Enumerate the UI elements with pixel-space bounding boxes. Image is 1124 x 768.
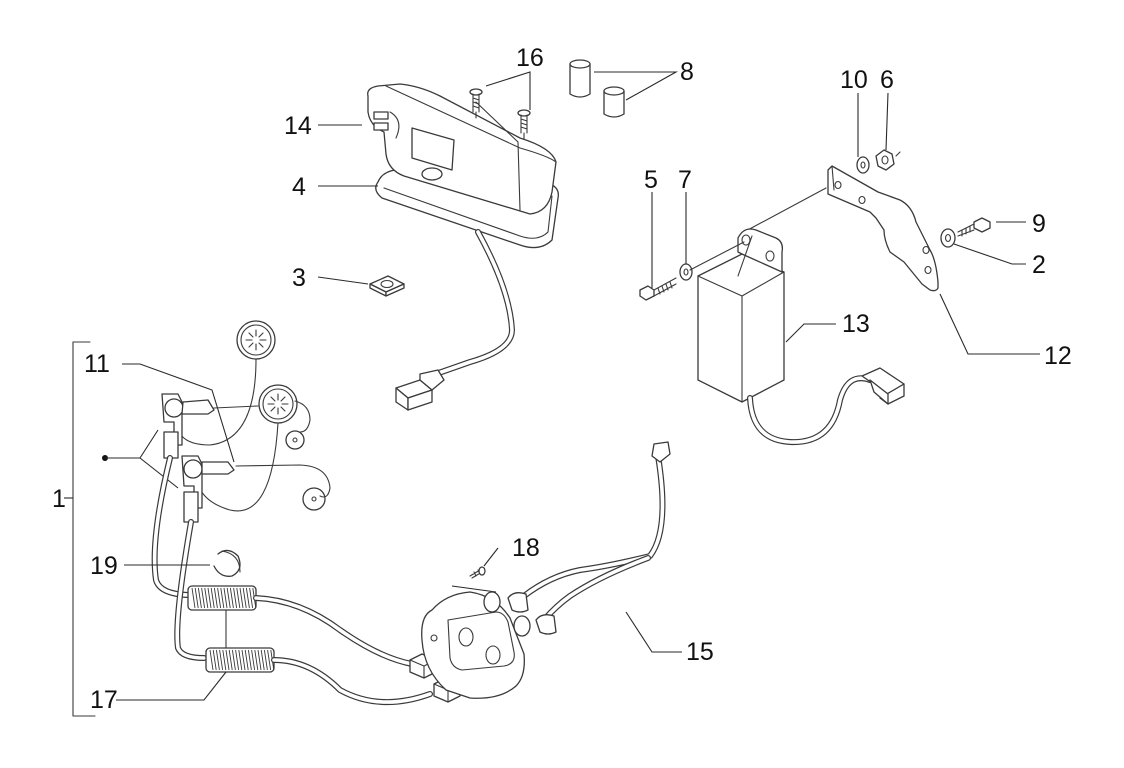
leader-lines: [64, 71, 1040, 701]
boot-hatch-line: [209, 649, 214, 671]
callout-labels: 1 2 3 4 5 6 7 8 9 10 11 12 13 14 15 16 1…: [52, 44, 1072, 714]
plate-screw: [451, 566, 497, 593]
callout-17: 17: [90, 686, 118, 714]
wiring-harness: [483, 441, 671, 637]
callout-11: 11: [84, 350, 110, 378]
callout-8: 8: [680, 58, 694, 86]
hex-bolt-right: [957, 217, 991, 237]
boot-hatch-line: [225, 649, 230, 671]
boot-hatch-line: [254, 649, 259, 671]
boot-hatch-line: [210, 587, 215, 609]
boot-hatch-line: [260, 649, 265, 671]
callout-10: 10: [840, 66, 868, 94]
boot-hatch-line: [226, 587, 231, 609]
callout-4: 4: [292, 173, 306, 201]
housing-screws: [469, 88, 531, 140]
callout-5: 5: [644, 166, 658, 194]
boot-hatch-line: [201, 587, 206, 609]
callout-2: 2: [1032, 251, 1046, 279]
cable-boots: [187, 585, 433, 705]
boot-hatch-line: [197, 587, 202, 609]
boot-hatch-line: [241, 649, 246, 671]
callout-3: 3: [292, 264, 306, 292]
sensor-assembly: [72, 320, 331, 717]
boot-hatch-line: [251, 649, 256, 671]
boot-hatch-line: [257, 649, 262, 671]
callout-9: 9: [1032, 210, 1046, 238]
callout-16: 16: [516, 44, 544, 72]
hex-bolt-left: [639, 277, 677, 301]
boot-hatch-line: [217, 587, 222, 609]
boot-hatch-line: [236, 587, 241, 609]
display-connector: [395, 369, 445, 411]
module-connector: [861, 367, 905, 405]
boot-hatch-line: [233, 587, 238, 609]
retaining-clip: [213, 549, 241, 577]
callout-19: 19: [90, 552, 118, 580]
boot-hatch-line: [242, 587, 247, 609]
boot-hatch-line: [235, 649, 240, 671]
boot-hatch-line: [204, 587, 209, 609]
boot-hatch-line: [249, 587, 254, 609]
mounting-bracket: [743, 165, 939, 292]
socket-plate: [421, 591, 525, 699]
control-module: [697, 228, 873, 446]
boot-hatch-line: [212, 649, 217, 671]
callout-18: 18: [512, 534, 540, 562]
boot-hatch-line: [229, 587, 234, 609]
boot-hatch-line: [191, 587, 196, 609]
callout-1: 1: [52, 485, 66, 513]
washer-right: [940, 228, 956, 248]
boot-hatch-line: [231, 649, 236, 671]
washer-left: [679, 241, 745, 281]
callout-13: 13: [842, 310, 870, 338]
boot-hatch-line: [207, 587, 212, 609]
callout-12: 12: [1044, 342, 1072, 370]
boot-hatch-line: [239, 587, 244, 609]
boot-hatch-line: [213, 587, 218, 609]
callout-7: 7: [678, 166, 692, 194]
boot-hatch-line: [194, 587, 199, 609]
display-housing: [367, 83, 557, 379]
boot-hatch-line: [228, 649, 233, 671]
boot-hatch-line: [215, 649, 220, 671]
boot-hatch-line: [220, 587, 225, 609]
boot-hatch-line: [238, 649, 243, 671]
cylinder-spacers: [569, 59, 625, 118]
boot-hatch-line: [267, 649, 272, 671]
boot-hatch-line: [223, 587, 228, 609]
boot-hatch-line: [244, 649, 249, 671]
boot-hatch-line: [263, 649, 268, 671]
hex-nut: [875, 149, 901, 171]
boot-hatch-line: [222, 649, 227, 671]
boot-hatch-line: [247, 649, 252, 671]
callout-6: 6: [880, 66, 894, 94]
callout-15: 15: [686, 638, 714, 666]
washer-top: [856, 156, 870, 174]
boot-hatch-line: [219, 649, 224, 671]
callout-14: 14: [284, 112, 312, 140]
boot-hatch-line: [245, 587, 250, 609]
square-nut: [369, 275, 405, 297]
